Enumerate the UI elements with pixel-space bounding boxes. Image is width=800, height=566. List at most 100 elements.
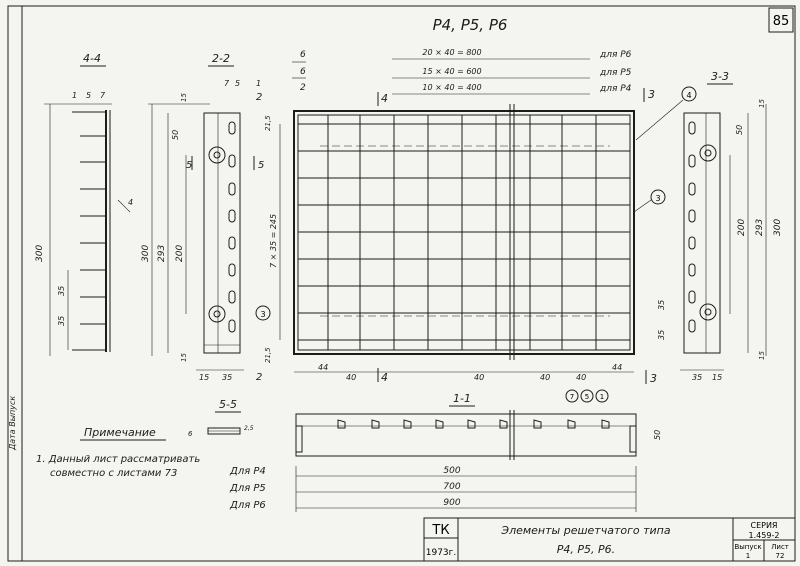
dim-215-top: 21,5 [264,115,272,131]
section-4-4-view [72,110,111,352]
year: 1973г. [426,548,457,558]
dim-300-22: 300 [141,245,151,262]
dim-15-33: 15 [758,99,766,108]
note-heading: Примечание [84,426,156,439]
section-5-5-view [207,427,241,435]
dim-15-22: 15 [180,93,188,102]
title-line-2: Р4, Р5, Р6. [557,543,615,556]
note-line-2: совместно с листами 73 [50,468,177,479]
dim-35-22: 35 [222,373,232,382]
span-p4: 10 × 40 = 400 [422,83,481,92]
dim-40-d: 40 [576,373,586,382]
dim-215-bottom: 21,5 [264,347,272,363]
bar-slot [403,419,412,429]
bar-slots-1-1 [337,419,610,429]
page-title: Р4, Р5, Р6 [433,16,508,34]
section-cut-3-top: 3 [648,88,655,101]
dim-293-33: 293 [755,219,765,236]
dim-50-22: 50 [171,130,180,140]
dim-200-33: 200 [737,219,747,236]
callout-3-right: 3 [655,194,660,203]
dim-44-left: 44 [318,363,328,372]
callout-5-22: 5 [235,79,240,88]
org-code: ТК [431,523,449,538]
callout-circle-3-right [650,189,666,205]
callout-5-44: 5 [86,91,91,100]
side-stamp: Дата Выпуск [8,396,17,451]
bar-slot [567,419,576,429]
for-p4-label: для Р4 [599,84,632,94]
section-4-4-label: 4-4 [83,52,101,65]
section-cut-2-top: 2 [256,92,262,103]
section-5-5-label: 5-5 [219,398,237,411]
title-block [423,517,796,562]
callout-circle-3-left [255,305,271,321]
for-p6-label: для Р6 [599,50,632,60]
span-p6: 20 × 40 = 800 [422,48,481,57]
page-number: 85 [773,14,790,29]
section-cut-4-bottom: 4 [381,371,388,384]
callout-circle-1 [595,389,609,403]
note-for-p6: Для Р6 [229,500,266,511]
dim-44-right: 44 [612,363,622,372]
dim-25-55: 2,5 [244,425,254,432]
section-cut-3-bottom: 3 [650,372,657,385]
dim-200-22: 200 [175,245,185,262]
bar-slot [467,419,476,429]
dim-300-44: 300 [35,245,45,262]
dim-293-22: 293 [157,245,167,262]
section-cut-2-bottom: 2 [256,372,262,383]
dim-35-44a: 35 [57,286,66,296]
callout-4: 4 [686,91,691,100]
callout-7-22: 7 [224,79,230,88]
dim-15-33b: 15 [758,351,766,360]
bar-slot [371,419,380,429]
sheet-value: 72 [776,552,785,560]
section-cut-4-top: 4 [381,92,388,105]
dim-35-plan-a: 35 [657,300,666,310]
title-line-1: Элементы решетчатого типа [500,524,670,537]
section-cut-5-right: 5 [258,160,264,171]
callout-1-22: 1 [256,79,261,88]
callout-5: 5 [585,393,589,401]
grating-bearing-bars [327,115,597,350]
dim-35-33: 35 [692,373,702,382]
dim-40-a: 40 [346,373,356,382]
callout-1-44: 1 [72,91,77,100]
section-3-3-label: 3-3 [711,70,729,83]
callout-circle-5 [580,389,594,403]
for-p5-label: для Р5 [599,68,632,78]
width-900: 900 [443,498,460,508]
span-p5: 15 × 40 = 600 [422,67,481,76]
note-line-1: 1. Данный лист рассматривать [36,454,200,465]
dim-35-plan-b: 35 [657,330,666,340]
bar-slot [499,419,508,429]
section-2-2-label: 2-2 [212,52,230,65]
section-1-1-view [295,410,637,460]
dim-15-22c: 15 [199,373,209,382]
section-cut-5-left: 5 [186,160,192,171]
callout-4-44: 4 [128,198,133,207]
bar-slot [601,419,610,429]
dim-300-33: 300 [773,219,783,236]
callout-6a: 6 [300,50,306,60]
bar-slot [337,419,346,429]
dim-40-b: 40 [474,373,484,382]
bar-slot [435,419,444,429]
section-2-2-view [203,112,241,354]
callout-circle-4 [681,86,697,102]
callout-7-44: 7 [100,91,106,100]
dim-15-22b: 15 [180,353,188,362]
dim-50-11: 50 [653,430,662,440]
dim-35-44b: 35 [57,316,66,326]
dim-40-c: 40 [540,373,550,382]
dim-6-55: 6 [188,430,193,438]
section-3-3-view [683,112,721,354]
series-value: 1.459-2 [749,531,780,540]
issue-label: Выпуск [734,543,761,551]
dim-15-33c: 15 [712,373,722,382]
callout-3-left: 3 [260,310,265,319]
callout-2: 2 [300,83,306,93]
